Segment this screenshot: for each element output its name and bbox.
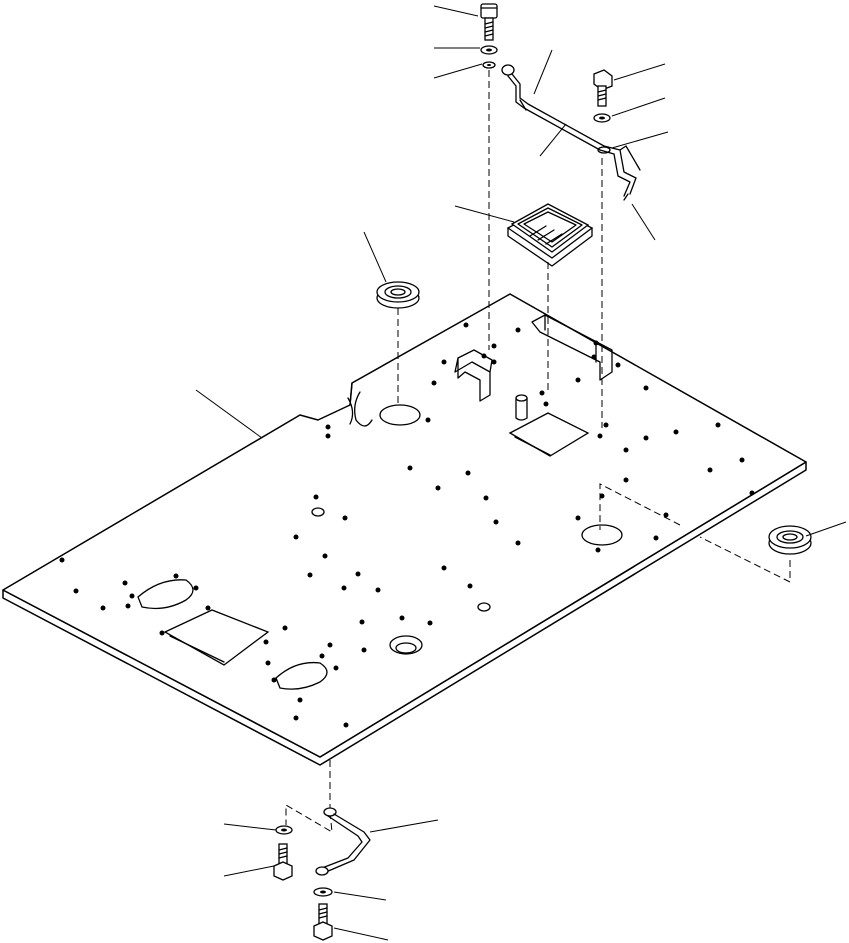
rubber-boot-center <box>506 203 594 392</box>
grommet-right <box>599 483 812 583</box>
bolt <box>273 843 293 881</box>
washer <box>275 825 333 897</box>
grommet-left <box>376 281 420 404</box>
mount-bracket-right <box>531 314 613 381</box>
bolt <box>480 3 498 41</box>
floor-plate <box>2 293 807 766</box>
bolt <box>313 903 333 941</box>
bolt <box>593 69 613 107</box>
bolt-holes <box>59 322 755 728</box>
washer <box>480 45 498 69</box>
leader-lines <box>195 5 847 941</box>
guide-line-d <box>285 804 333 833</box>
post <box>515 394 528 421</box>
ground-strap-upper <box>501 64 641 201</box>
plate-openings <box>137 404 623 690</box>
ground-strap-lower <box>315 807 371 876</box>
